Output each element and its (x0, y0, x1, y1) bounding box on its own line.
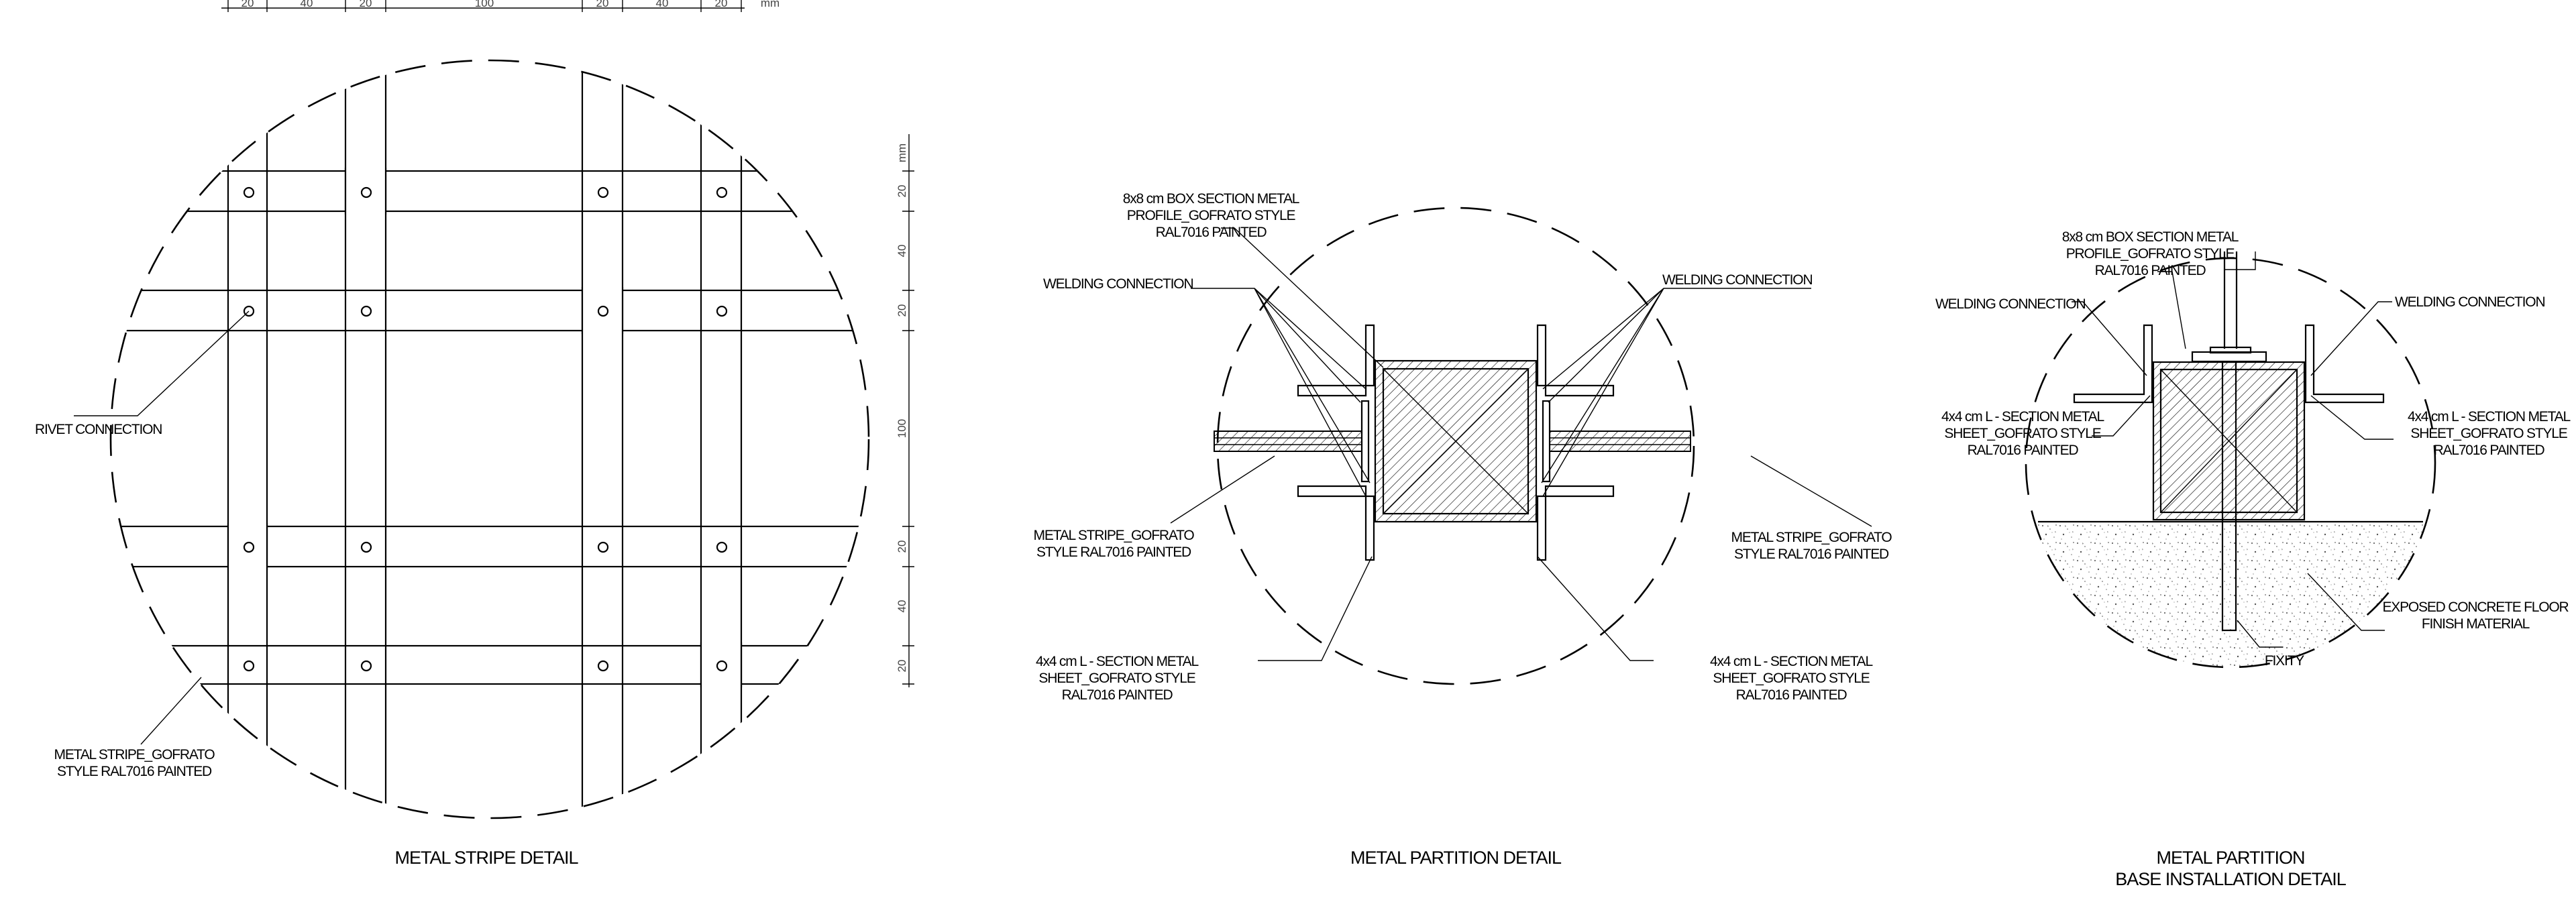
top-dim-4: 100 (475, 0, 494, 9)
floor-label-1: EXPOSED CONCRETE FLOOR (2383, 600, 2569, 615)
partition-stripe-right-1: METAL STRIPE_GOFRATO (1731, 530, 1892, 545)
top-dim-unit: mm (761, 0, 780, 9)
rivet-connection-label: RIVET CONNECTION (35, 422, 162, 437)
partition-stripe-left-2: STYLE RAL7016 PAINTED (1036, 545, 1191, 560)
base-detail-title-line1: METAL PARTITION (2156, 848, 2304, 868)
fixity-label: FIXITY (2265, 653, 2304, 669)
side-dim-2: 40 (896, 245, 908, 258)
top-dim-5: 20 (596, 0, 609, 9)
base-detail-title-line2: BASE INSTALLATION DETAIL (2115, 869, 2347, 889)
side-dim-4: 100 (896, 419, 908, 438)
side-dim-unit: mm (896, 144, 908, 162)
partition-detail-title: METAL PARTITION DETAIL (1350, 848, 1562, 868)
partition-angle-right-2: SHEET_GOFRATO STYLE (1713, 671, 1870, 686)
base-box-section-inner (2159, 368, 2298, 514)
partition-stripe-left-1: METAL STRIPE_GOFRATO (1034, 528, 1195, 543)
base-angle-left-2: SHEET_GOFRATO STYLE (1944, 426, 2101, 441)
top-dimension-chain: 20 40 20 100 20 40 20 mm (221, 0, 780, 12)
base-box-label-2: PROFILE_GOFRATO STYLE (2066, 246, 2235, 262)
base-angle-right-3: RAL7016 PAINTED (2434, 443, 2545, 458)
base-angle-right (2304, 324, 2385, 404)
partition-angle-left-1: 4x4 cm L - SECTION METAL (1036, 654, 1198, 669)
partition-weld-left: WELDING CONNECTION (1043, 276, 1193, 292)
side-dim-3: 20 (896, 304, 908, 317)
side-dim-6: 40 (896, 600, 908, 613)
partition-weld-right: WELDING CONNECTION (1662, 272, 1812, 288)
floor-label-2: FINISH MATERIAL (2422, 616, 2530, 632)
base-detail-boundary (2025, 257, 2436, 669)
fixity-bolt (2221, 361, 2237, 632)
base-angle-right-1: 4x4 cm L - SECTION METAL (2408, 409, 2570, 424)
partition-stripes (1214, 431, 1691, 452)
stripe-detail-boundary (109, 59, 870, 819)
base-box-label-3: RAL7016 PAINTED (2095, 263, 2206, 278)
partition-box-label-1: 8x8 cm BOX SECTION METAL (1123, 191, 1299, 207)
rivets (243, 186, 728, 672)
partition-box-label-3: RAL7016 PAINTED (1156, 225, 1267, 240)
base-angle-left-1: 4x4 cm L - SECTION METAL (1941, 409, 2104, 424)
partition-detail-boundary (1216, 207, 1695, 685)
base-box-label-1: 8x8 cm BOX SECTION METAL (2062, 229, 2239, 245)
box-section-inner (1382, 367, 1529, 515)
stripe-label-line2: STYLE RAL7016 PAINTED (57, 764, 212, 779)
partition-leaders (1170, 227, 1872, 661)
base-angle-right-2: SHEET_GOFRATO STYLE (2410, 426, 2567, 441)
top-dim-1: 20 (241, 0, 254, 9)
partition-angle-left-3: RAL7016 PAINTED (1062, 687, 1173, 703)
rivet-leader (74, 310, 250, 416)
base-angle-left-3: RAL7016 PAINTED (1968, 443, 2079, 458)
partition-stripe-right-2: STYLE RAL7016 PAINTED (1734, 547, 1889, 562)
partition-angle-right-1: 4x4 cm L - SECTION METAL (1710, 654, 1872, 669)
stripe-label-line1: METAL STRIPE_GOFRATO (54, 747, 215, 762)
side-dim-7: 20 (896, 660, 908, 673)
base-weld-right: WELDING CONNECTION (2395, 294, 2544, 310)
base-weld-left: WELDING CONNECTION (1935, 296, 2085, 312)
top-dim-6: 40 (656, 0, 669, 9)
partition-box-label-2: PROFILE_GOFRATO STYLE (1127, 208, 1296, 223)
top-dim-3: 20 (360, 0, 372, 9)
stripe-leader (140, 677, 202, 745)
side-dimension-chain: 20 40 20 100 20 40 20 mm (896, 134, 914, 687)
side-dim-1: 20 (896, 185, 908, 198)
base-detail: 8x8 cm BOX SECTION METAL PROFILE_GOFRATO… (1935, 229, 2571, 889)
stripe-grid (111, 60, 869, 818)
base-leaders (2072, 251, 2394, 648)
top-dim-7: 20 (715, 0, 728, 9)
partition-detail: 8x8 cm BOX SECTION METAL PROFILE_GOFRATO… (1034, 191, 1893, 868)
stripe-detail-title: METAL STRIPE DETAIL (394, 848, 578, 868)
partition-angle-left-2: SHEET_GOFRATO STYLE (1038, 671, 1195, 686)
partition-angle-right-3: RAL7016 PAINTED (1736, 687, 1847, 703)
side-dim-5: 20 (896, 540, 908, 553)
top-dim-2: 40 (301, 0, 313, 9)
stripe-detail: RIVET CONNECTION METAL STRIPE_GOFRATO ST… (35, 59, 870, 868)
base-angle-left (2073, 324, 2153, 404)
